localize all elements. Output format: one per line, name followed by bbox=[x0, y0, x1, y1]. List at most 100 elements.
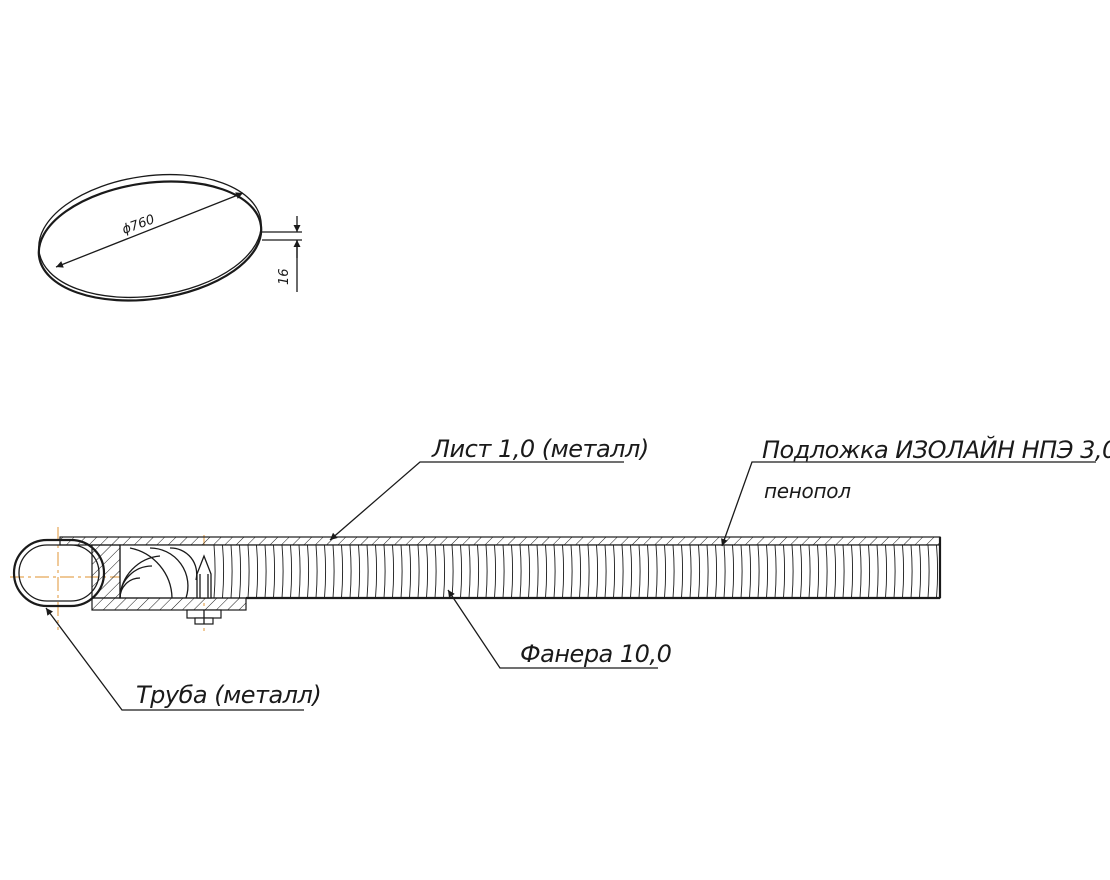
grain-line bbox=[417, 544, 420, 599]
grain-line bbox=[349, 544, 352, 599]
sheet-label: Лист 1,0 (металл) bbox=[431, 435, 649, 463]
grain-line bbox=[613, 544, 616, 599]
grain-line bbox=[315, 544, 318, 599]
cross-section bbox=[10, 527, 942, 632]
grain-line bbox=[638, 544, 641, 599]
grain-line bbox=[630, 544, 633, 599]
grain-line bbox=[494, 544, 497, 599]
grain-line bbox=[383, 544, 386, 599]
grain-line bbox=[927, 544, 930, 599]
grain-line bbox=[366, 544, 369, 599]
grain-line bbox=[579, 544, 582, 599]
underlay-label: Подложка ИЗОЛАЙН НПЭ 3,0 мм bbox=[762, 435, 1110, 464]
grain-line bbox=[919, 544, 922, 599]
grain-line bbox=[621, 544, 624, 599]
grain-line bbox=[477, 544, 480, 599]
underlay-material-label: пенопол bbox=[764, 479, 851, 503]
grain-line bbox=[817, 544, 820, 599]
grain-line bbox=[876, 544, 879, 599]
grain-line bbox=[859, 544, 862, 599]
pipe-outer bbox=[12, 538, 106, 608]
grain-line bbox=[528, 544, 531, 599]
bottom-flange bbox=[91, 597, 247, 611]
grain-line bbox=[409, 544, 412, 599]
grain-line bbox=[672, 544, 675, 599]
grain-line bbox=[655, 544, 658, 599]
pipe-label: Труба (металл) bbox=[136, 681, 321, 709]
grain-line bbox=[392, 544, 395, 599]
grain-line bbox=[256, 544, 259, 599]
grain-line bbox=[681, 544, 684, 599]
grain-line bbox=[689, 544, 692, 599]
grain-line bbox=[468, 544, 471, 599]
grain-line bbox=[222, 544, 225, 599]
fastener bbox=[186, 554, 222, 625]
grain-line bbox=[910, 544, 913, 599]
grain-line bbox=[885, 544, 888, 599]
grain-line bbox=[706, 544, 709, 599]
grain-line bbox=[800, 544, 803, 599]
grain-line bbox=[553, 544, 556, 599]
grain-line bbox=[324, 544, 327, 599]
grain-line bbox=[766, 544, 769, 599]
grain-line bbox=[825, 544, 828, 599]
label-underlay: Подложка ИЗОЛАЙН НПЭ 3,0 мм пенопол bbox=[721, 435, 1110, 547]
grain-line bbox=[936, 544, 939, 599]
grain-line bbox=[587, 544, 590, 599]
grain-line bbox=[341, 544, 344, 599]
grain-line bbox=[834, 544, 837, 599]
grain-line bbox=[434, 544, 437, 599]
grain-line bbox=[443, 544, 446, 599]
grain-line bbox=[485, 544, 488, 599]
disc-edge bbox=[37, 180, 263, 302]
grain-line bbox=[698, 544, 701, 599]
grain-line bbox=[239, 544, 242, 599]
grain-line bbox=[664, 544, 667, 599]
grain-line bbox=[902, 544, 905, 599]
metal-sheet-layer bbox=[59, 536, 941, 546]
grain-line bbox=[570, 544, 573, 599]
grain-line bbox=[460, 544, 463, 599]
grain-line bbox=[732, 544, 735, 599]
grain-line bbox=[545, 544, 548, 599]
grain-line bbox=[893, 544, 896, 599]
grain-line bbox=[723, 544, 726, 599]
grain-line bbox=[715, 544, 718, 599]
label-plywood: Фанера 10,0 bbox=[447, 589, 672, 669]
grain-line bbox=[281, 544, 284, 599]
grain-line bbox=[774, 544, 777, 599]
grain-line bbox=[426, 544, 429, 599]
plywood-label: Фанера 10,0 bbox=[520, 640, 672, 668]
diameter-dimension-line bbox=[55, 192, 244, 268]
grain-line bbox=[264, 544, 267, 599]
thickness-dimension: 16 bbox=[262, 216, 302, 292]
grain-line bbox=[273, 544, 276, 599]
grain-line bbox=[332, 544, 335, 599]
grain-line bbox=[290, 544, 293, 599]
grain-line bbox=[230, 544, 233, 599]
grain-line bbox=[868, 544, 871, 599]
grain-line bbox=[298, 544, 301, 599]
grain-line bbox=[757, 544, 760, 599]
grain-line bbox=[783, 544, 786, 599]
grain-line bbox=[307, 544, 310, 599]
plywood-grain bbox=[213, 544, 939, 599]
grain-line bbox=[562, 544, 565, 599]
disc-view: ϕ760 16 bbox=[37, 173, 302, 302]
grain-line bbox=[400, 544, 403, 599]
grain-line bbox=[502, 544, 505, 599]
grain-line bbox=[851, 544, 854, 599]
grain-line bbox=[375, 544, 378, 599]
grain-line bbox=[749, 544, 752, 599]
grain-line bbox=[791, 544, 794, 599]
grain-line bbox=[536, 544, 539, 599]
pipe-inner bbox=[18, 544, 100, 602]
grain-line bbox=[740, 544, 743, 599]
grain-line bbox=[808, 544, 811, 599]
grain-line bbox=[596, 544, 599, 599]
grain-line bbox=[358, 544, 361, 599]
grain-line bbox=[647, 544, 650, 599]
label-pipe: Труба (металл) bbox=[45, 607, 322, 711]
grain-line bbox=[604, 544, 607, 599]
